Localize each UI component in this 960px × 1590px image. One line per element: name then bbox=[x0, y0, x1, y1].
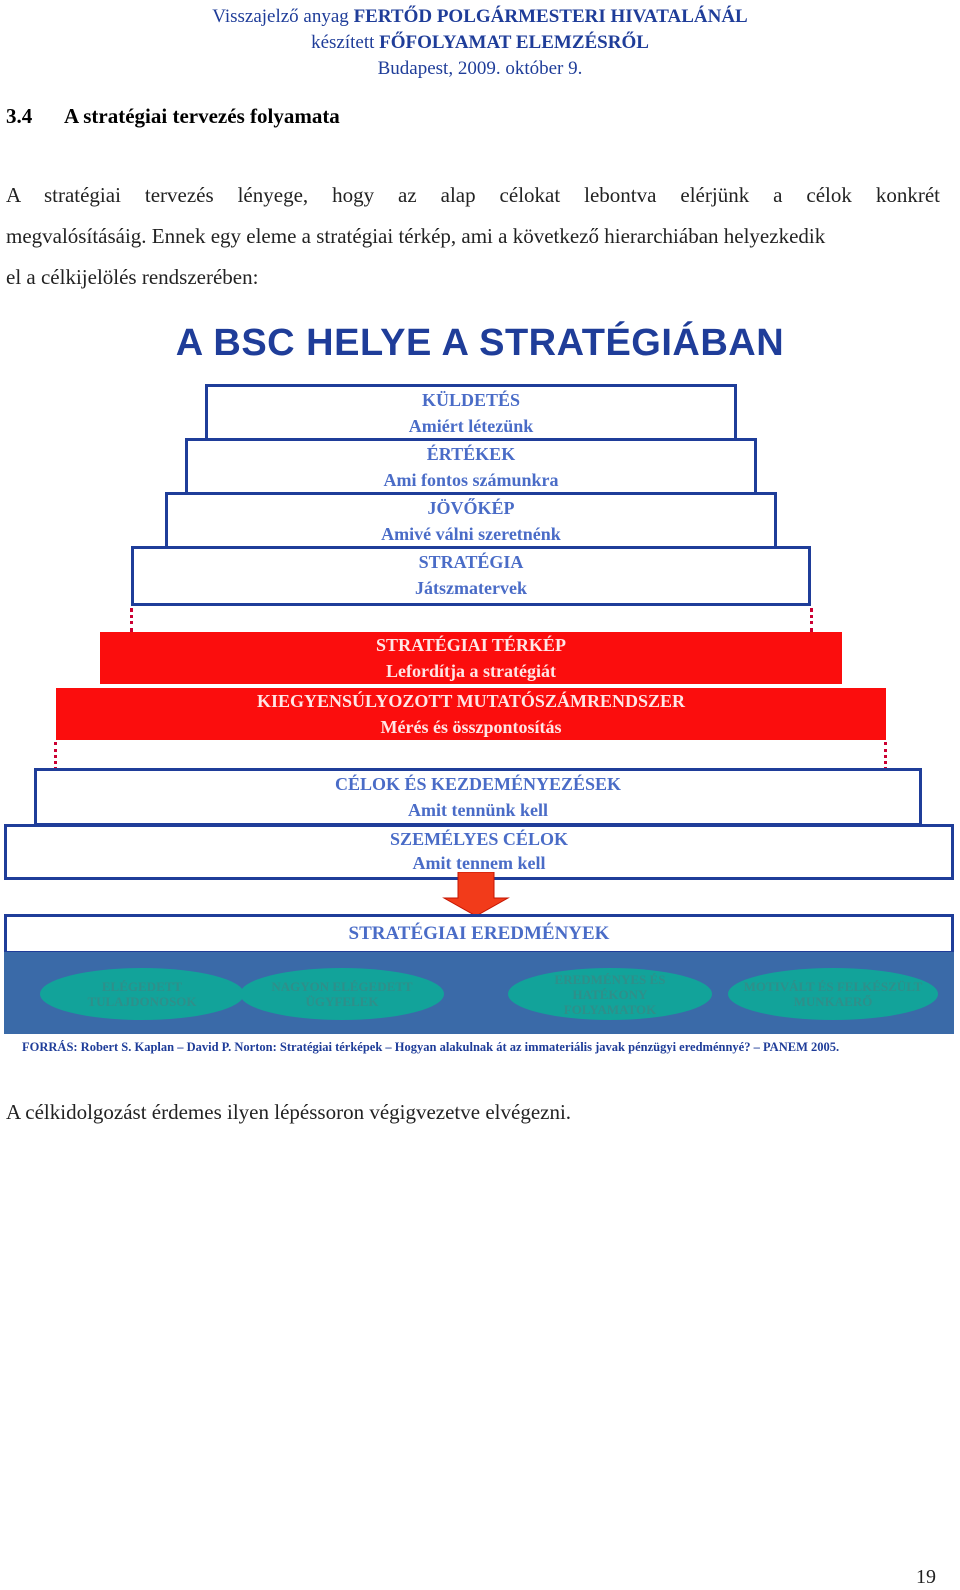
level-goals-initiatives: CÉLOK ÉS KEZDEMÉNYEZÉSEK Amit tennünk ke… bbox=[34, 768, 922, 826]
section-title: A stratégiai tervezés folyamata bbox=[64, 104, 340, 128]
level-mission: KÜLDETÉS Amiért létezünk bbox=[205, 384, 737, 444]
header-institution: FERTŐD POLGÁRMESTERI HIVATALÁNÁL bbox=[353, 6, 748, 27]
header-line-2: készített FŐFOLYAMAT ELEMZÉSRŐL bbox=[311, 32, 649, 53]
closing-sentence: A célkidolgozást érdemes ilyen lépéssoro… bbox=[6, 1100, 572, 1124]
level-vision: JÖVŐKÉP Amivé válni szeretnénk bbox=[165, 492, 777, 552]
source-citation: FORRÁS: Robert S. Kaplan – David P. Nort… bbox=[22, 1040, 840, 1054]
level-strategy-map: STRATÉGIAI TÉRKÉP Lefordítja a stratégiá… bbox=[100, 632, 842, 684]
level-values: ÉRTÉKEK Ami fontos számunkra bbox=[185, 438, 757, 498]
level-balanced-scorecard: KIEGYENSÚLYOZOTT MUTATÓSZÁMRENDSZER Méré… bbox=[56, 688, 886, 740]
level-strategy: STRATÉGIA Játszmatervek bbox=[131, 546, 811, 606]
intro-paragraph: A stratégiai tervezés lényege, hogy az a… bbox=[6, 175, 940, 298]
header-subject: FŐFOLYAMAT ELEMZÉSRŐL bbox=[379, 32, 649, 53]
header-date: Budapest, 2009. október 9. bbox=[377, 58, 583, 79]
intro-line-2: megvalósításáig. Ennek egy eleme a strat… bbox=[6, 224, 826, 248]
section-heading: 3.4 A stratégiai tervezés folyamata bbox=[6, 104, 340, 129]
dotted-connector-right-lower bbox=[884, 742, 887, 770]
section-number: 3.4 bbox=[6, 104, 33, 128]
header-line-1: Visszajelző anyag FERTŐD POLGÁRMESTERI H… bbox=[212, 6, 748, 27]
dotted-connector-left-lower bbox=[54, 742, 57, 770]
diagram-title: A BSC HELYE A STRATÉGIÁBAN bbox=[175, 322, 785, 364]
level-personal-goals: SZEMÉLYES CÉLOK Amit tennem kell bbox=[4, 824, 954, 880]
dotted-connector-right-upper bbox=[810, 608, 813, 632]
strategic-results-box: STRATÉGIAI EREDMÉNYEK bbox=[4, 914, 954, 954]
page-number: 19 bbox=[916, 1566, 936, 1588]
document-header: Visszajelző anyag FERTŐD POLGÁRMESTERI H… bbox=[0, 4, 960, 82]
intro-line-3: el a célkijelölés rendszerében: bbox=[6, 265, 259, 289]
dotted-connector-left-upper bbox=[130, 608, 133, 632]
down-arrow-icon bbox=[442, 872, 510, 916]
intro-line-1: A stratégiai tervezés lényege, hogy az a… bbox=[6, 183, 940, 207]
